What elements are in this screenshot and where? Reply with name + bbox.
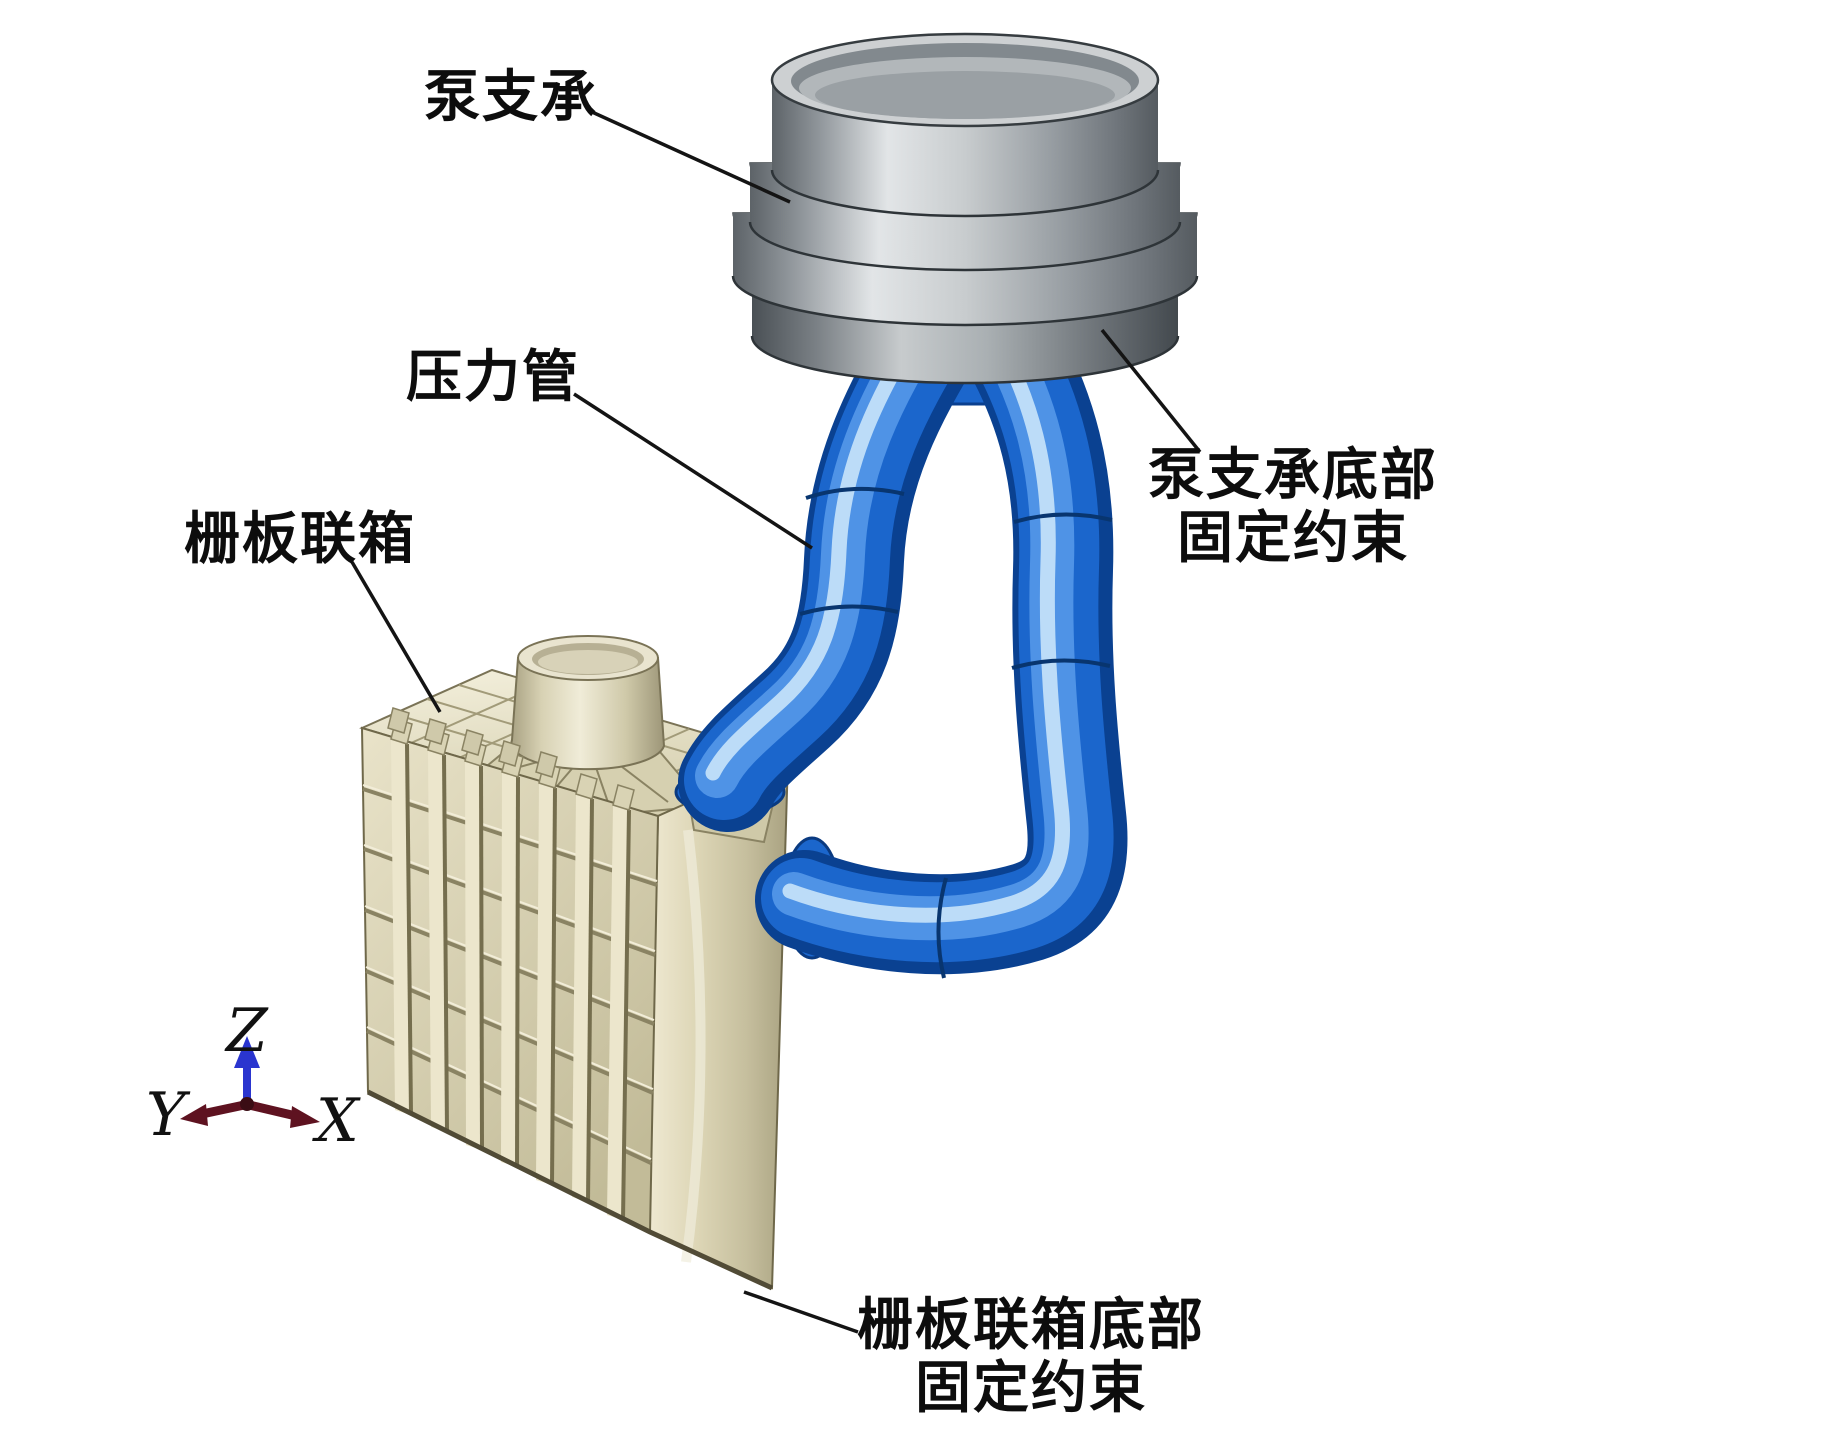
- axis-y-label: Y: [146, 1080, 186, 1150]
- grid-header-constraint-label: 栅板联箱底部 固定约束: [846, 1294, 1216, 1419]
- lattice-top-tabs: [387, 707, 635, 811]
- grid-header-constraint-line2: 固定约束: [915, 1354, 1147, 1421]
- lattice-vertical-ribs: [391, 739, 631, 1221]
- axis-origin: [240, 1097, 254, 1111]
- leader-pressure-pipe: [573, 392, 813, 550]
- header-right-highlight: [681, 829, 706, 1263]
- pump-support-constraint-label: 泵支承底部 固定约束: [1138, 444, 1448, 569]
- leader-lines: [350, 110, 1202, 1334]
- pressure-pipe-right-leg: [755, 280, 1128, 975]
- axis-x-label: X: [316, 1086, 359, 1156]
- header-right-face: [646, 756, 790, 1290]
- pump-support-model: [731, 32, 1199, 385]
- grid-header-label: 栅板联箱: [184, 506, 416, 572]
- axis-z-label: Z: [226, 996, 268, 1066]
- leader-pump-support: [591, 110, 791, 204]
- pipe-weld-seams: [799, 486, 1113, 979]
- pump-support-inner-shade: [815, 71, 1115, 119]
- leader-pump-constraint: [1100, 328, 1202, 454]
- leader-grid-constraint: [743, 1290, 859, 1334]
- nozzle-inner-wall: [538, 650, 638, 674]
- axis-y-arrowhead: [180, 1104, 208, 1126]
- grid-header-constraint-line1: 栅板联箱底部: [857, 1292, 1205, 1358]
- header-bottom-edge: [366, 1089, 774, 1291]
- axis-triad: [180, 1036, 320, 1128]
- axis-x-arrowhead: [290, 1106, 320, 1128]
- pump-support-constraint-line1: 泵支承底部: [1148, 442, 1438, 508]
- pressure-pipe-left-leg: [678, 280, 988, 832]
- pressure-pipe-label: 压力管: [406, 344, 580, 410]
- axis-z-arrowhead: [234, 1036, 260, 1068]
- grid-header-box-model: [359, 635, 791, 1291]
- pump-support-label: 泵支承: [424, 64, 598, 130]
- pump-support-constraint-line2: 固定约束: [1177, 504, 1409, 571]
- leader-grid-header: [350, 561, 442, 713]
